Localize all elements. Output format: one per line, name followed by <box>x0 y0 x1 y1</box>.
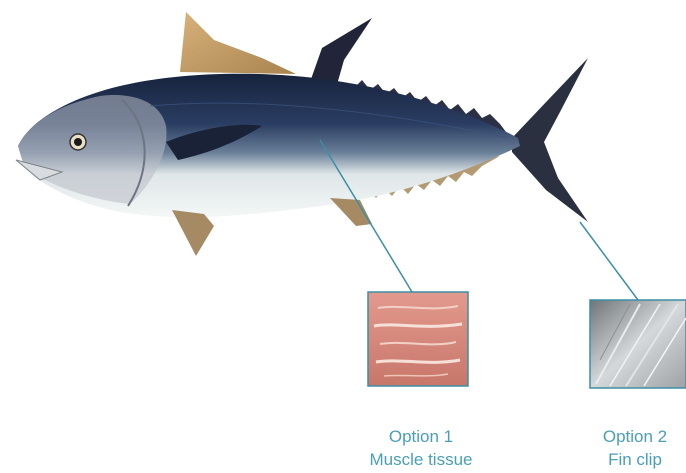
option-1-title: Option 1 <box>356 425 486 448</box>
option-2-caption: Option 2 Fin clip <box>584 425 686 471</box>
option-2-title: Option 2 <box>584 425 686 448</box>
option-1-subtitle: Muscle tissue <box>356 448 486 471</box>
second-dorsal-fin <box>310 18 372 88</box>
pelvic-fin <box>172 210 214 256</box>
fin-connector-line <box>580 222 638 300</box>
bluefin-tuna <box>16 12 588 256</box>
fin-clip-sample <box>590 300 686 388</box>
option-2-subtitle: Fin clip <box>584 448 686 471</box>
caudal-fin <box>512 58 588 222</box>
anal-fin <box>330 198 372 226</box>
pupil <box>74 138 82 146</box>
muscle-tissue-sample <box>368 292 468 386</box>
first-dorsal-fin <box>180 12 296 74</box>
option-1-caption: Option 1 Muscle tissue <box>356 425 486 471</box>
